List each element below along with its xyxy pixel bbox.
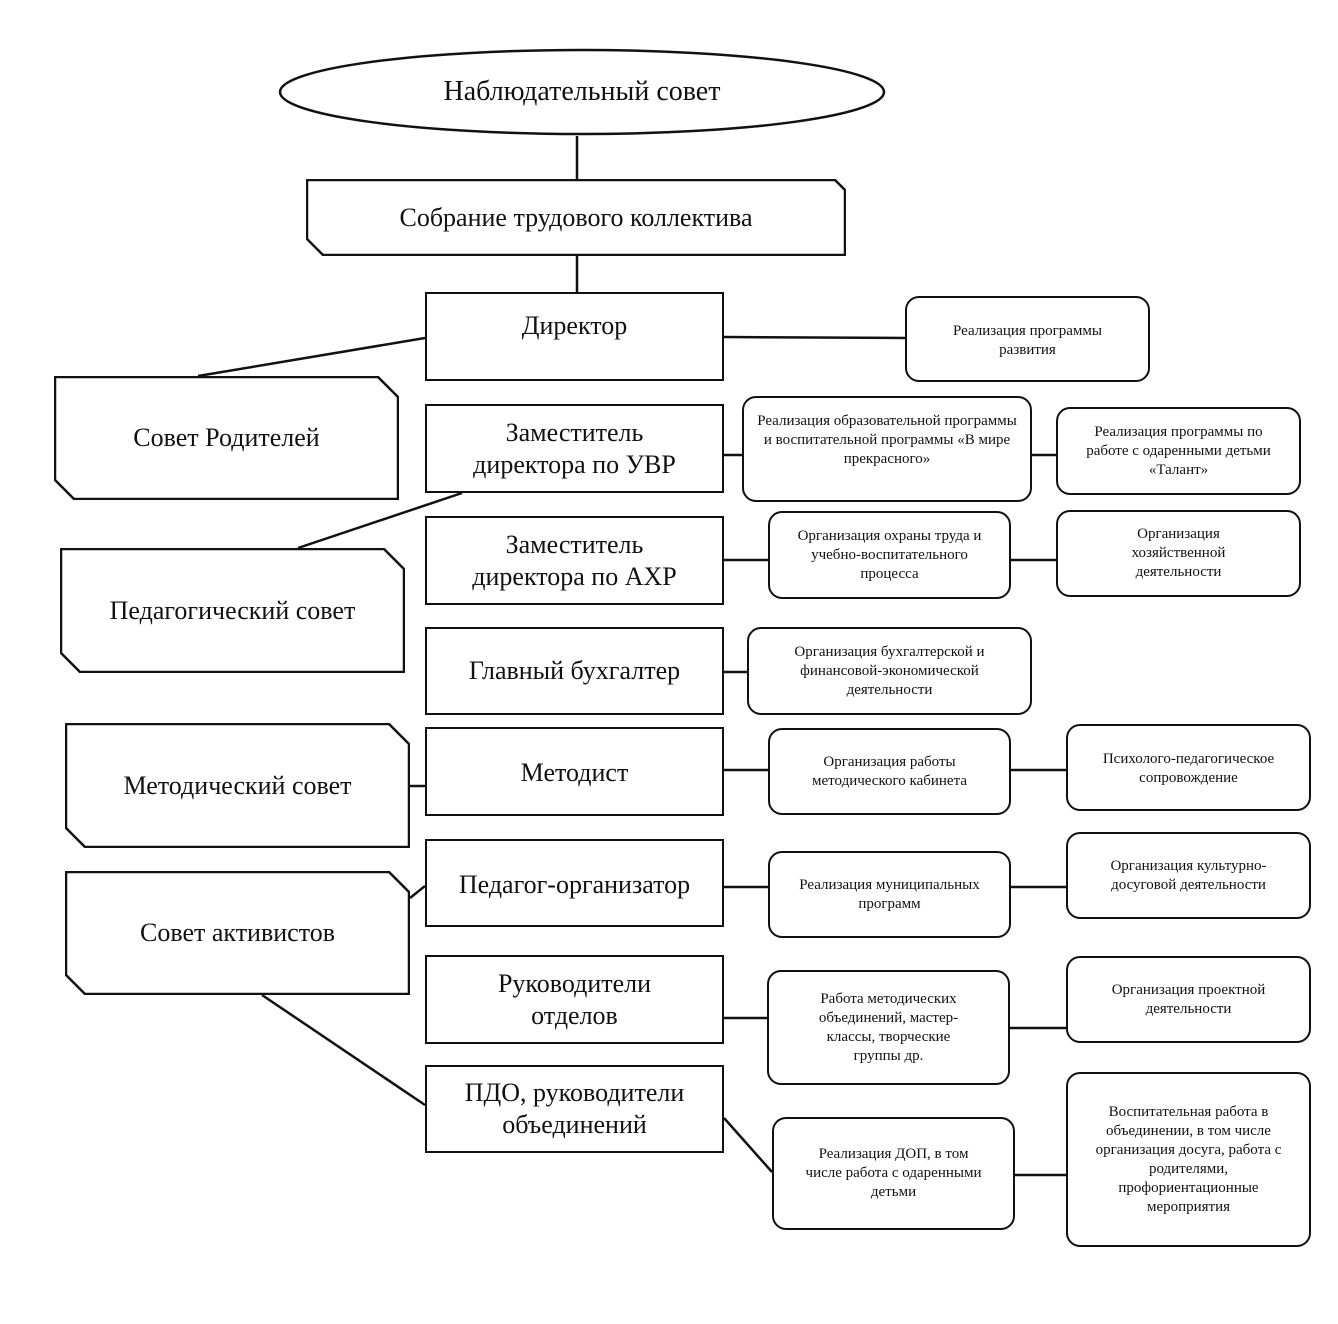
task-methodical-associations: Работа методических объединений, мастер-… [767,970,1010,1085]
teacher-organizer-label: Педагог-организатор [458,870,691,899]
methodical-council-label: Методический совет [123,770,352,800]
chief-accountant-node: Главный бухгалтер [425,627,724,715]
task-cultural-leisure-label: Организация культурно-досуговой деятельн… [1110,857,1267,893]
methodical-council-node: Методический совет [65,723,410,848]
methodist-label: Методист [520,758,629,787]
task-development-program: Реализация программы развития [905,296,1150,382]
task-gifted-children-program: Реализация программы по работе с одаренн… [1056,407,1301,495]
teacher-organizer-node: Педагог-организатор [425,839,724,927]
supervisory-board-node: Наблюдательный совет [278,48,886,136]
supervisory-board-label: Наблюдательный совет [443,76,721,107]
labor-collective-meeting-node: Собрание трудового коллектива [306,179,846,256]
chief-accountant-label: Главный бухгалтер [468,656,681,685]
task-accounting-activity: Организация бухгалтерской и финансовой-э… [747,627,1032,715]
activists-council-node: Совет активистов [65,871,410,995]
director-label: Директор [521,311,628,340]
task-project-activity: Организация проектной деятельности [1066,956,1311,1043]
task-methodical-associations-label: Работа методических объединений, мастер-… [818,990,959,1064]
deputy-ahr-label: Заместитель директора по АХР [472,529,677,591]
director-node: Директор [425,292,724,381]
task-educational-work-label: Воспитательная работа в объединении, в т… [1095,1103,1282,1215]
activists-council-label: Совет активистов [140,918,335,947]
department-heads-label: Руководители отделов [497,968,652,1030]
pdo-heads-node: ПДО, руководители объединений [425,1065,724,1153]
task-methodical-office-label: Организация работы методического кабинет… [812,753,967,789]
task-economic-activity: Организация хозяйственной деятельности [1056,510,1301,597]
parents-council-label: Совет Родителей [133,423,320,452]
task-accounting-activity-label: Организация бухгалтерской и финансовой-э… [794,643,985,698]
methodist-node: Методист [425,727,724,816]
task-additional-programs-label: Реализация ДОП, в том числе работа с ода… [805,1146,982,1200]
task-methodical-office: Организация работы методического кабинет… [768,728,1011,815]
deputy-uvr-node: Заместитель директора по УВР [425,404,724,493]
task-psychological-support: Психолого-педагогическое сопровождение [1066,724,1311,811]
pdo-heads-label: ПДО, руководители объединений [464,1078,685,1139]
task-economic-activity-label: Организация хозяйственной деятельности [1131,526,1226,580]
pedagogical-council-node: Педагогический совет [60,548,405,673]
task-labor-protection-label: Организация охраны труда и учебно-воспит… [797,527,982,582]
task-labor-protection: Организация охраны труда и учебно-воспит… [768,511,1011,599]
parents-council-node: Совет Родителей [54,376,399,500]
deputy-uvr-label: Заместитель директора по УВР [473,417,676,479]
deputy-ahr-node: Заместитель директора по АХР [425,516,724,605]
task-additional-programs: Реализация ДОП, в том числе работа с ода… [772,1117,1015,1230]
task-educational-work: Воспитательная работа в объединении, в т… [1066,1072,1311,1247]
department-heads-node: Руководители отделов [425,955,724,1044]
task-gifted-children-program-label: Реализация программы по работе с одаренн… [1086,423,1271,478]
task-educational-program-label: Реализация образовательной программы и в… [757,413,1017,467]
pedagogical-council-label: Педагогический совет [109,595,356,625]
task-cultural-leisure: Организация культурно-досуговой деятельн… [1066,832,1311,919]
task-municipal-programs: Реализация муниципальных программ [768,851,1011,938]
task-educational-program: Реализация образовательной программы и в… [742,396,1032,502]
task-project-activity-label: Организация проектной деятельности [1111,981,1266,1017]
task-psychological-support-label: Психолого-педагогическое сопровождение [1102,751,1275,786]
task-municipal-programs-label: Реализация муниципальных программ [799,876,980,912]
labor-collective-meeting-label: Собрание трудового коллектива [399,202,753,232]
task-development-program-label: Реализация программы развития [953,323,1102,358]
